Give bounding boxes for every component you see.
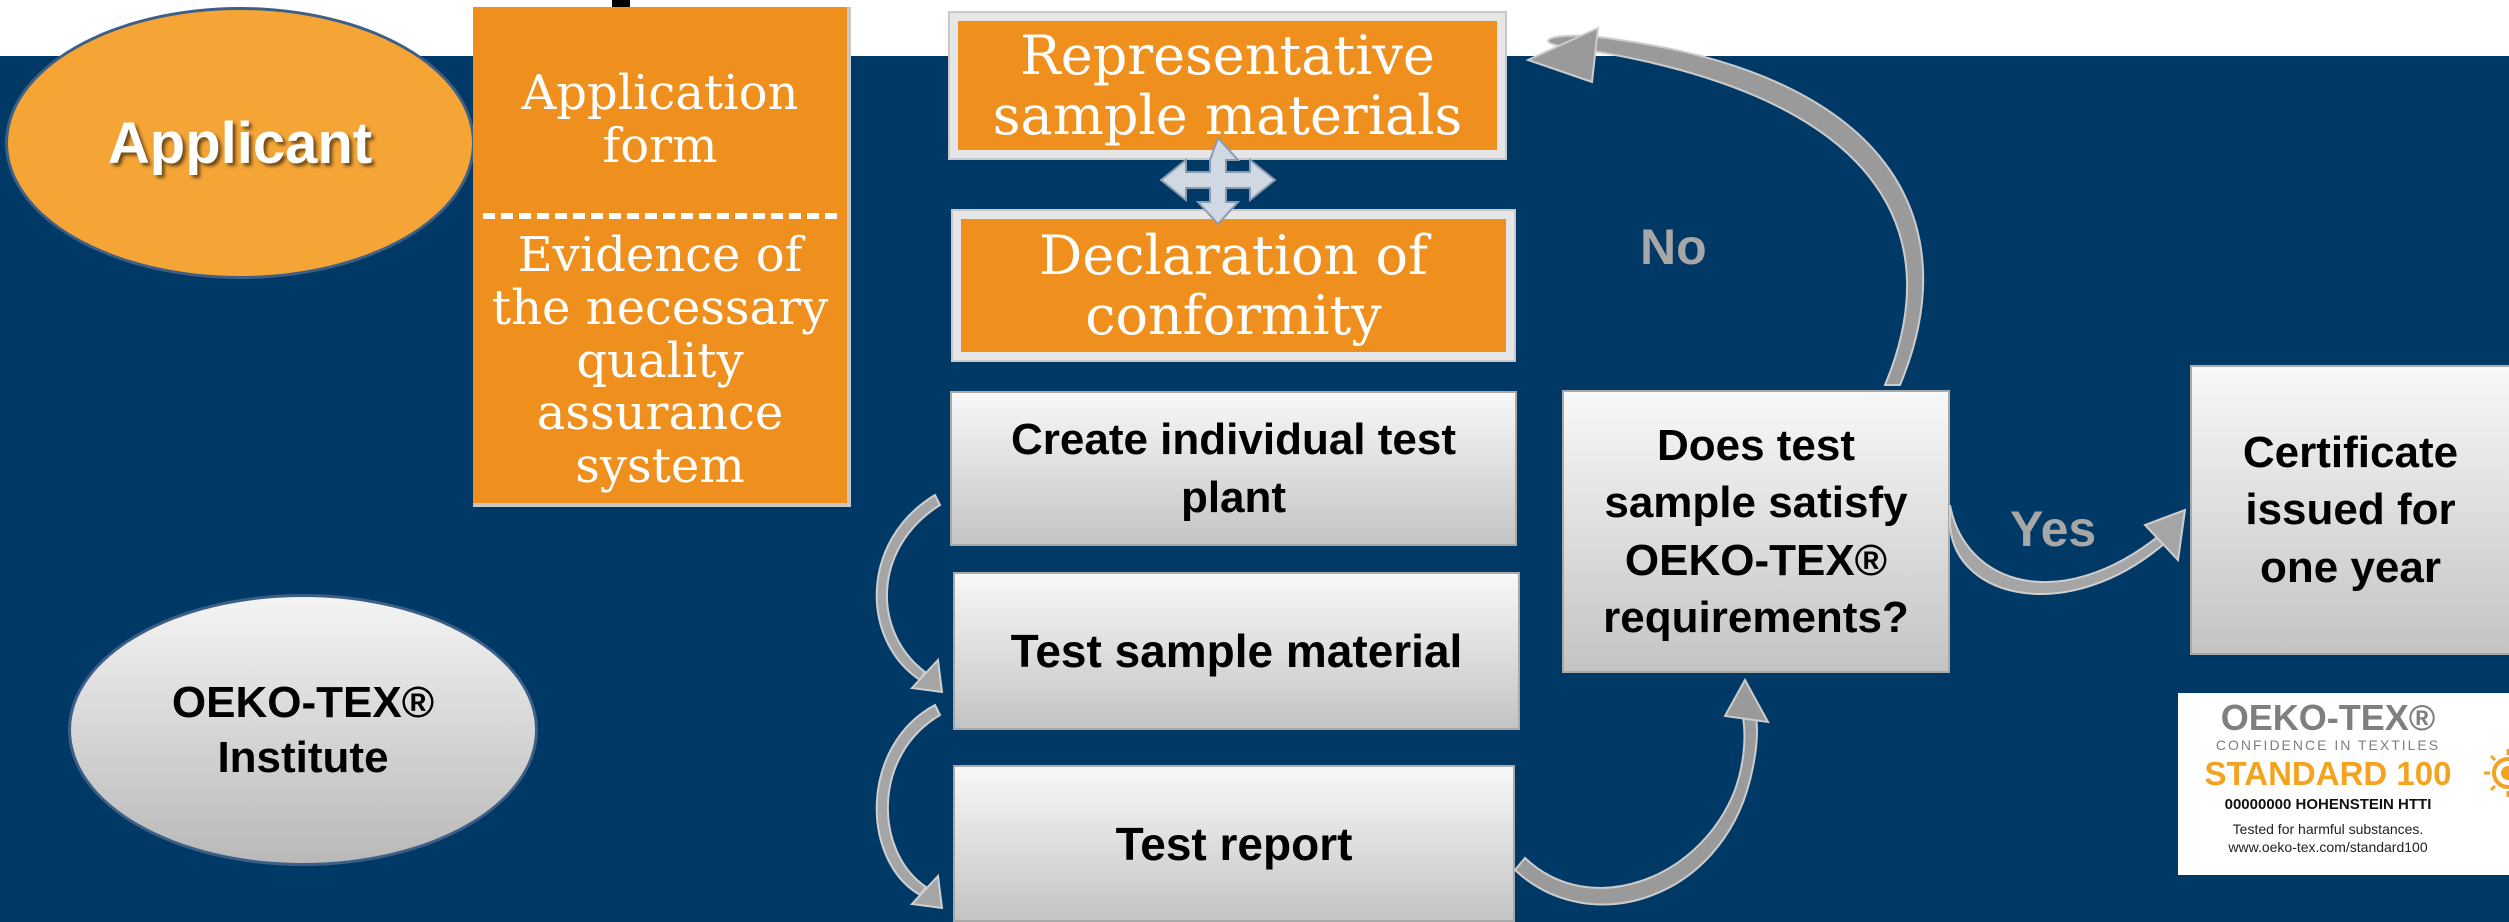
four-way-arrow-icon	[1159, 136, 1277, 226]
certificate-label: Certificate issued for one year	[2242, 428, 2459, 592]
no-loop-arrow	[1525, 26, 1925, 386]
yes-arrow	[1949, 504, 2187, 595]
test-report-box: Test report	[953, 765, 1515, 922]
badge-title: OEKO-TEX®	[2220, 697, 2436, 738]
test-report-label: Test report	[1115, 817, 1353, 870]
badge-tested: Tested for harmful substances.	[2232, 821, 2424, 837]
representative-samples-label: Representative sample materials	[992, 24, 1463, 147]
declaration-box: Declaration of conformity	[953, 211, 1514, 360]
application-form-label: Application form	[521, 65, 799, 174]
test-sample-box: Test sample material	[953, 572, 1520, 730]
oeko-tex-sun-icon	[2484, 749, 2509, 797]
no-label: No	[1640, 219, 1707, 275]
representative-samples-box: Representative sample materials	[950, 13, 1505, 158]
title-fragment	[612, 0, 630, 9]
decision-question: Does test sample satisfy OEKO-TEX® requi…	[1603, 421, 1909, 642]
curved-arrow-icon	[875, 493, 944, 694]
create-test-plan-box: Create individual test plant	[950, 391, 1517, 546]
applicant-ellipse: Applicant	[5, 7, 475, 279]
report-to-decision-arrow	[1513, 677, 1770, 906]
declaration-label: Declaration of conformity	[1039, 224, 1428, 347]
application-form-panel: Application form Evidence of the necessa…	[473, 7, 851, 507]
decision-box: Does test sample satisfy OEKO-TEX® requi…	[1562, 390, 1950, 673]
certificate-box: Certificate issued for one year	[2190, 365, 2509, 655]
institute-ellipse: OEKO-TEX® Institute	[68, 594, 538, 866]
badge-standard: STANDARD 100	[2204, 755, 2452, 792]
oeko-tex-badge: OEKO-TEX® CONFIDENCE IN TEXTILES STANDAR…	[2178, 693, 2509, 875]
applicant-label: Applicant	[107, 110, 373, 176]
panel-divider	[483, 213, 837, 219]
create-test-plan-label: Create individual test plant	[1010, 415, 1456, 522]
yes-label: Yes	[2010, 501, 2097, 557]
test-sample-label: Test sample material	[1010, 625, 1463, 677]
badge-confidence: CONFIDENCE IN TEXTILES	[2215, 737, 2441, 753]
curved-arrow-icon	[875, 703, 944, 910]
badge-number: 00000000 HOHENSTEIN HTTI	[2224, 796, 2432, 813]
evidence-label: Evidence of the necessary quality assura…	[491, 227, 829, 495]
badge-url: www.oeko-tex.com/standard100	[2228, 839, 2428, 855]
institute-label: OEKO-TEX® Institute	[171, 678, 435, 782]
